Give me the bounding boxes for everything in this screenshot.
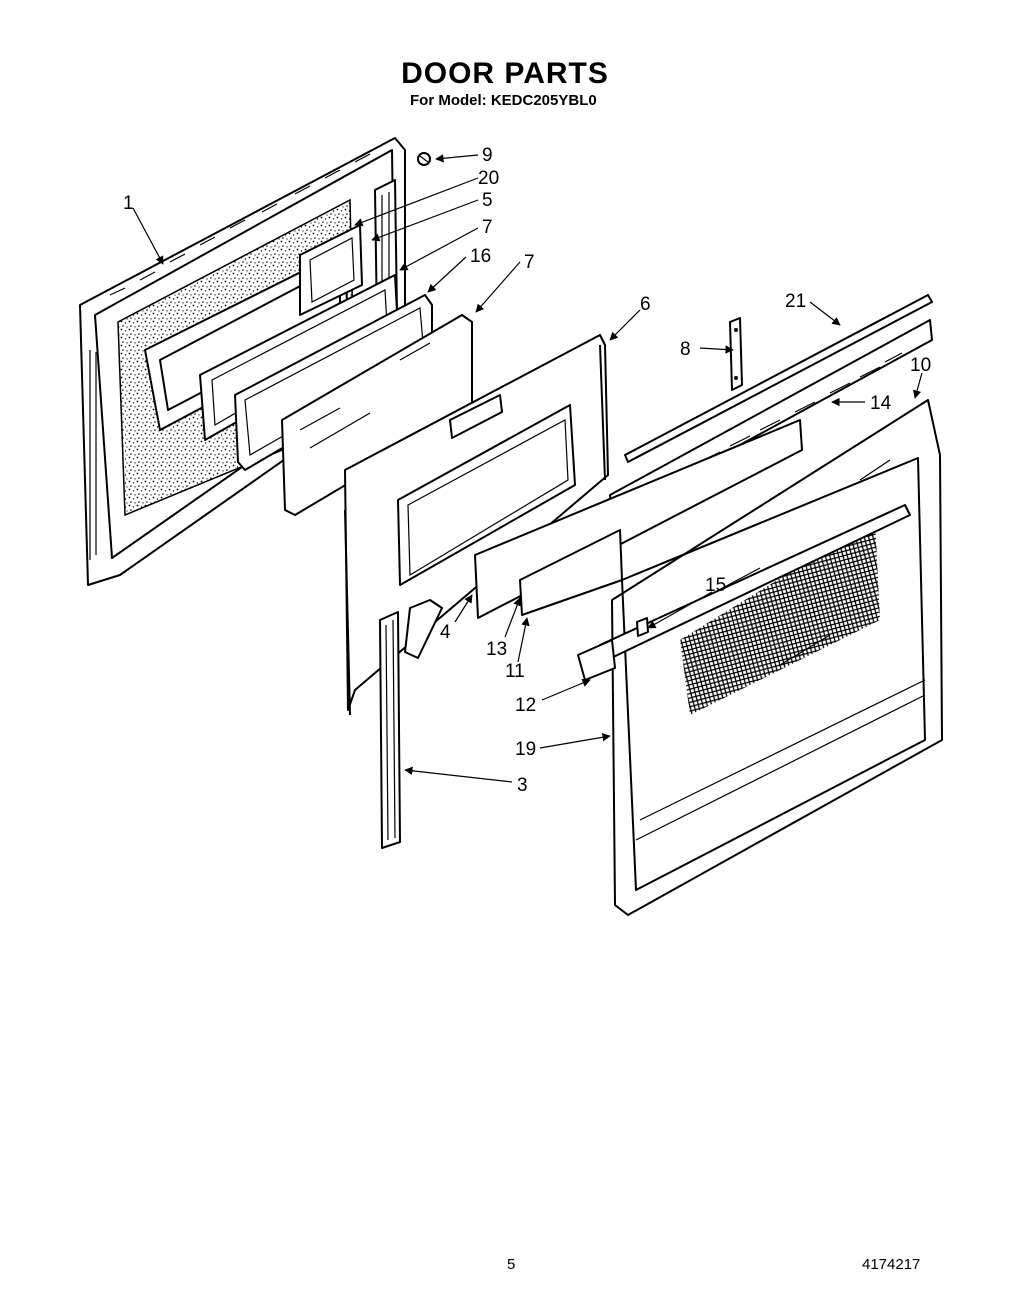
callout-1: 1 bbox=[123, 193, 134, 214]
callout-14: 14 bbox=[870, 393, 892, 414]
callout-4: 4 bbox=[440, 622, 451, 643]
handle-clip bbox=[636, 617, 649, 637]
page-title: DOOR PARTS bbox=[401, 57, 609, 90]
model-subtitle: For Model: KEDC205YBL0 bbox=[410, 92, 597, 109]
callout-5: 5 bbox=[482, 190, 493, 211]
callout-9: 9 bbox=[482, 145, 493, 166]
callout-12: 12 bbox=[515, 695, 536, 716]
small-bracket bbox=[404, 599, 443, 659]
callout-11: 11 bbox=[505, 661, 525, 682]
door-handle bbox=[577, 504, 911, 681]
callout-7b: 7 bbox=[524, 252, 535, 273]
callout-13: 13 bbox=[486, 639, 507, 660]
screw-icon bbox=[417, 152, 431, 166]
page-number: 5 bbox=[507, 1256, 516, 1273]
callout-10: 10 bbox=[910, 355, 931, 376]
hinge-bracket bbox=[729, 317, 743, 391]
insulation-retainer bbox=[299, 224, 363, 316]
document-number: 4174217 bbox=[862, 1256, 921, 1273]
leader-lines bbox=[132, 154, 923, 783]
callout-8: 8 bbox=[680, 339, 691, 360]
callout-21: 21 bbox=[785, 291, 806, 312]
callout-19: 19 bbox=[515, 739, 536, 760]
door-side-strip bbox=[379, 611, 401, 849]
top-trim-strip bbox=[624, 294, 933, 463]
callout-16: 16 bbox=[470, 246, 491, 267]
callout-15: 15 bbox=[705, 575, 726, 596]
callout-20: 20 bbox=[478, 168, 499, 189]
callout-3: 3 bbox=[517, 775, 528, 796]
callout-7a: 7 bbox=[482, 217, 493, 238]
callout-6: 6 bbox=[640, 294, 651, 315]
